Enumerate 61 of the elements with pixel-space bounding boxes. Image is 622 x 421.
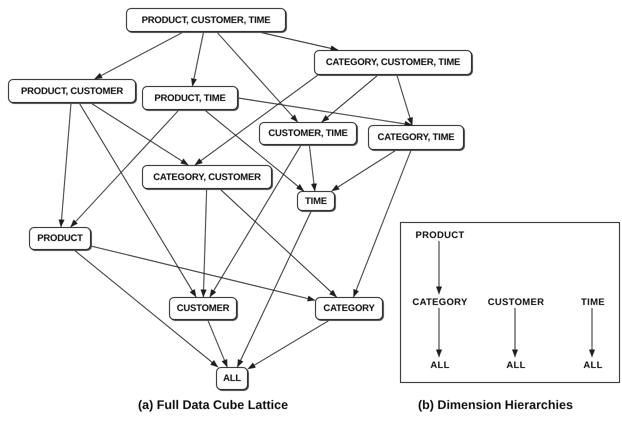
arrow [248,320,330,370]
node-box [142,165,272,189]
node-box [259,122,357,145]
arrow [353,150,412,298]
arrow [589,308,595,358]
arrow [220,188,338,298]
arrow [90,102,189,166]
arrow [512,308,518,358]
arrow [74,250,218,368]
arrow [331,150,397,192]
arrow [207,320,228,368]
node-label: CATEGORY [323,303,375,314]
arrow [94,32,184,80]
node-label: CUSTOMER, TIME [268,128,348,139]
arrow [209,144,302,298]
hierarchy-label: ALL [583,360,603,370]
node-label: PRODUCT, CUSTOMER [21,86,123,96]
node-box [297,191,335,211]
node-label: PRODUCT, TIME [154,92,226,104]
node-label: CATEGORY, TIME [378,132,454,143]
arrow [90,246,316,302]
hierarchy-label: ALL [430,360,450,370]
node-box [126,8,286,32]
panel-frame [400,222,620,383]
node-label: TIME [305,196,327,206]
node-label: CUSTOMER [176,303,230,314]
arrow [321,74,378,122]
node-label: ALL [223,373,241,384]
node-label: CATEGORY, CUSTOMER, TIME [326,57,460,68]
arrow [238,98,412,127]
arrow [308,144,317,192]
arrow [216,32,298,122]
node-box [314,50,472,75]
arrow [191,32,204,86]
hierarchy-label: CATEGORY [412,296,468,308]
node-label: CATEGORY, CUSTOMER [153,172,261,182]
arrow [78,102,197,298]
node-box [368,125,464,150]
node-label: PRODUCT, CUSTOMER, TIME [142,14,270,26]
arrow [70,110,180,228]
figure-caption: (a) Full Data Cube Lattice [138,398,288,412]
node-box [315,297,383,320]
arrow [237,210,312,368]
hierarchy-label: CUSTOMER [488,296,544,308]
node-label: PRODUCT [37,233,83,244]
hierarchy-label: PRODUCT [415,230,465,240]
figure-caption: (b) Dimension Hierarchies [418,398,573,412]
node-box [216,367,248,390]
arrow [194,74,318,166]
arrow [396,74,413,126]
node-box [8,79,136,103]
arrow [200,188,208,298]
node-box [29,227,91,250]
node-box [142,86,238,110]
hierarchy-label: TIME [581,296,605,308]
arrow [436,308,442,358]
node-box [169,297,237,320]
arrow [204,110,304,192]
hierarchy-label: ALL [506,360,526,370]
arrow [436,240,442,294]
arrow [58,102,72,228]
